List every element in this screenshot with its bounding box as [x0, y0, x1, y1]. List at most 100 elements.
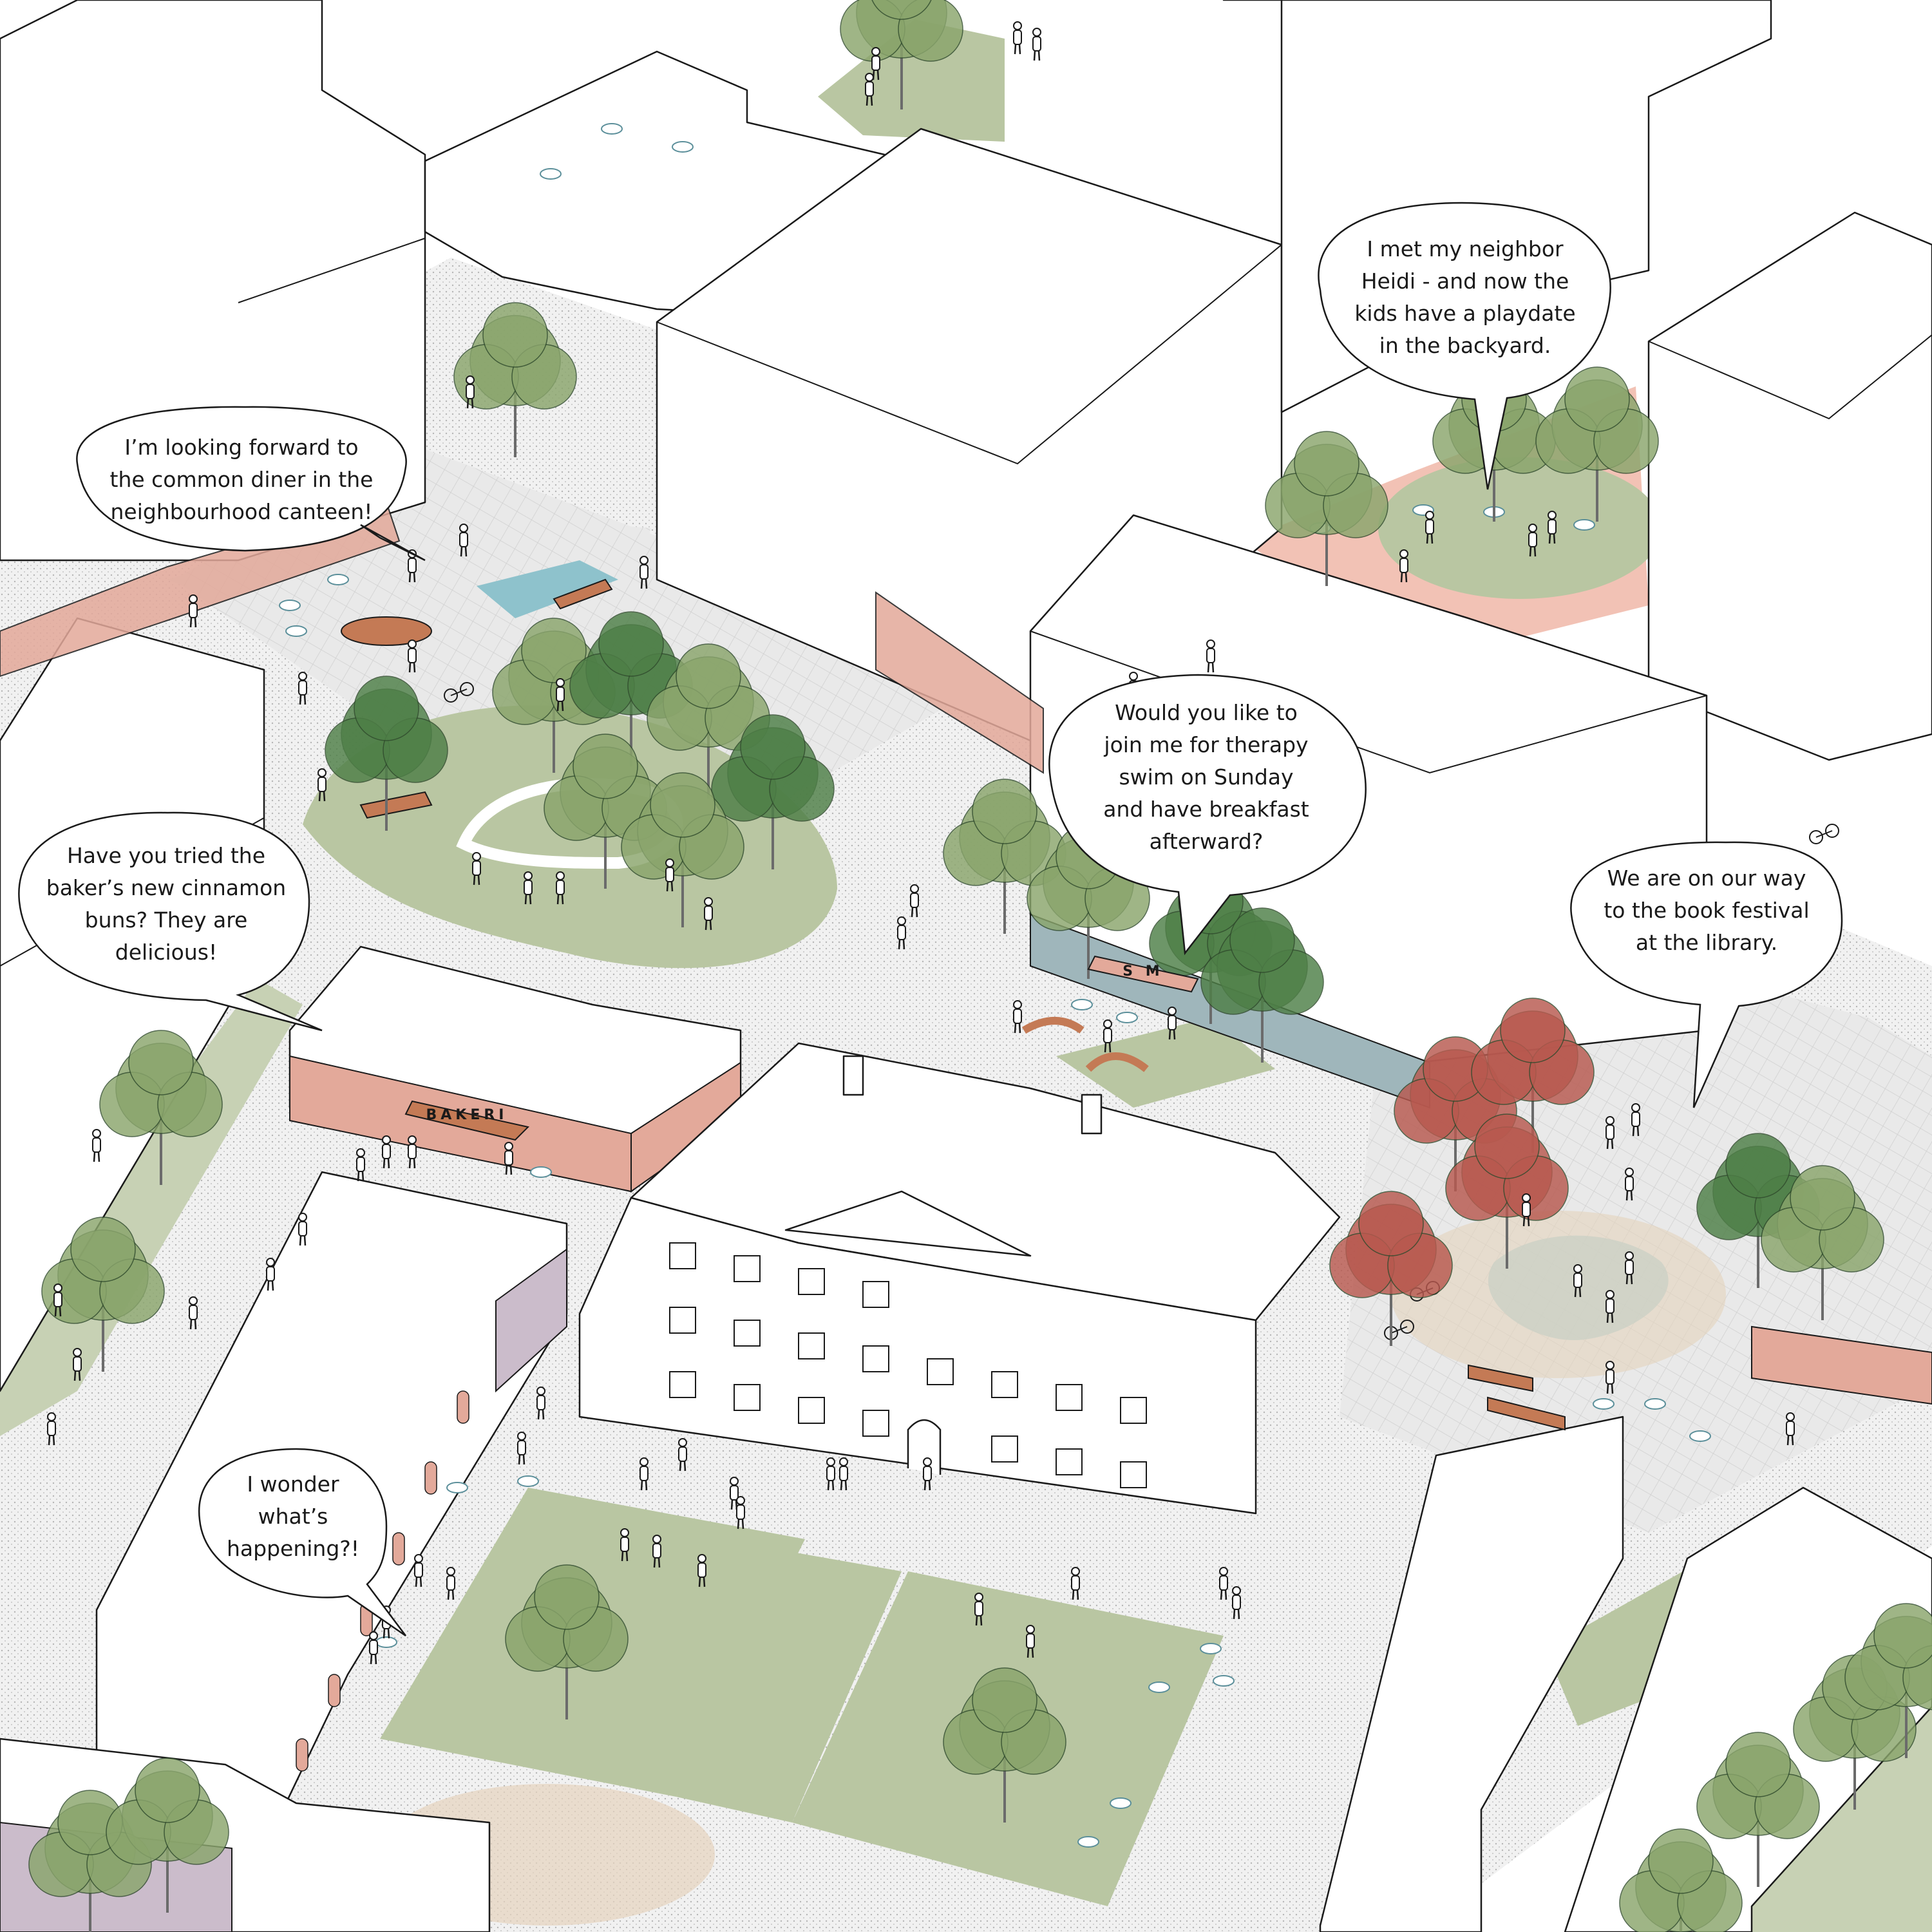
person-icon — [1206, 639, 1215, 673]
cafe-table-icon — [1213, 1675, 1235, 1687]
person-icon — [408, 1135, 417, 1169]
cafe-table-icon — [1110, 1797, 1132, 1809]
tree-icon — [325, 676, 448, 831]
bubble-line: neighbourhood canteen! — [111, 499, 373, 524]
tree-icon — [647, 643, 770, 799]
pink-side-facade — [875, 591, 1044, 774]
person-icon — [1605, 1361, 1615, 1394]
person-icon — [47, 1412, 56, 1446]
tree-icon — [943, 1667, 1066, 1823]
person-icon — [665, 858, 674, 892]
pool-sign-text: S M — [1122, 963, 1163, 980]
tree-icon — [505, 1564, 629, 1719]
tree-icon — [943, 779, 1066, 934]
tree-icon — [1445, 1113, 1569, 1269]
building-right-tall — [1647, 211, 1932, 761]
square-lawn-mid — [676, 1552, 902, 1823]
person-icon — [1168, 1007, 1177, 1040]
cafe-table-icon — [601, 123, 623, 135]
person-icon — [736, 1496, 745, 1530]
cafe-table-icon — [1689, 1430, 1711, 1442]
tree-icon — [1329, 1191, 1453, 1346]
person-icon — [1631, 1103, 1640, 1137]
bakery-sign-awning — [404, 1100, 529, 1141]
right-plaza-facade — [1751, 1325, 1932, 1405]
person-icon — [1399, 549, 1408, 583]
person-icon — [1548, 511, 1557, 544]
person-icon — [704, 897, 713, 931]
person-icon — [1219, 1567, 1228, 1600]
people-layer — [47, 21, 1795, 1665]
person-icon — [639, 556, 649, 589]
cafe-table-icon — [1116, 1012, 1138, 1023]
person-icon — [189, 594, 198, 628]
cafe-table-icon — [517, 1475, 539, 1487]
cafe-table-icon — [1077, 1836, 1099, 1848]
cafe-table-icon — [1071, 999, 1093, 1010]
building-bottom-right — [1319, 1416, 1624, 1932]
cafe-table-icon — [530, 1166, 552, 1178]
person-icon — [1605, 1290, 1615, 1323]
person-icon — [839, 1457, 848, 1491]
tree-icon — [41, 1217, 165, 1372]
tree-icon — [1265, 431, 1388, 586]
bubble-line: kids have a playdate — [1354, 301, 1575, 326]
person-icon — [871, 47, 880, 80]
cafe-table-icon — [672, 141, 694, 153]
person-icon — [1605, 1116, 1615, 1150]
bubble-line: at the library. — [1636, 930, 1777, 955]
bicycle-icon — [1809, 824, 1839, 844]
person-icon — [910, 884, 919, 918]
heritage-pediment — [784, 1190, 1032, 1257]
tree-icon — [99, 1030, 223, 1185]
person-icon — [317, 768, 327, 802]
tree-icon — [1535, 366, 1659, 522]
cafe-table-icon — [1200, 1643, 1222, 1654]
person-icon — [923, 1457, 932, 1491]
person-icon — [408, 639, 417, 673]
heritage-entrance — [907, 1419, 942, 1475]
cafe-table-icon — [1148, 1681, 1170, 1693]
cafe-table-icon — [446, 1482, 468, 1493]
person-icon — [697, 1554, 706, 1587]
bubble-line: happening?! — [227, 1536, 359, 1561]
bench-icon — [341, 616, 432, 646]
person-icon — [382, 1135, 391, 1169]
cafe-table-icon — [375, 1636, 397, 1648]
person-icon — [620, 1528, 629, 1562]
bicycle-icon — [444, 682, 474, 703]
tree-icon — [1471, 998, 1595, 1153]
person-icon — [1522, 1193, 1531, 1227]
person-icon — [1425, 511, 1434, 544]
person-icon — [1071, 1567, 1080, 1600]
backyard-lawn — [1378, 457, 1662, 599]
tree-icon — [453, 302, 577, 457]
person-icon — [524, 871, 533, 905]
person-icon — [536, 1387, 545, 1420]
person-icon — [466, 375, 475, 409]
person-icon — [1232, 1586, 1241, 1620]
person-icon — [1013, 1000, 1022, 1034]
bench-icon — [1085, 1052, 1149, 1072]
person-icon — [1013, 21, 1022, 55]
person-icon — [1573, 1264, 1582, 1298]
person-icon — [1625, 1251, 1634, 1285]
person-icon — [897, 916, 906, 950]
bubble-line: afterward? — [1150, 829, 1264, 854]
sand-zone-plaza — [1391, 1211, 1726, 1378]
person-icon — [504, 1142, 513, 1175]
bubble-line: I wonder — [247, 1472, 339, 1497]
bakery-sign-text: BAKERI — [426, 1107, 508, 1123]
cafe-table-icon — [1593, 1398, 1615, 1410]
bench-icon — [359, 791, 433, 819]
bubble-line: Heidi - and now the — [1361, 269, 1569, 294]
trees-layer — [28, 0, 1932, 1932]
